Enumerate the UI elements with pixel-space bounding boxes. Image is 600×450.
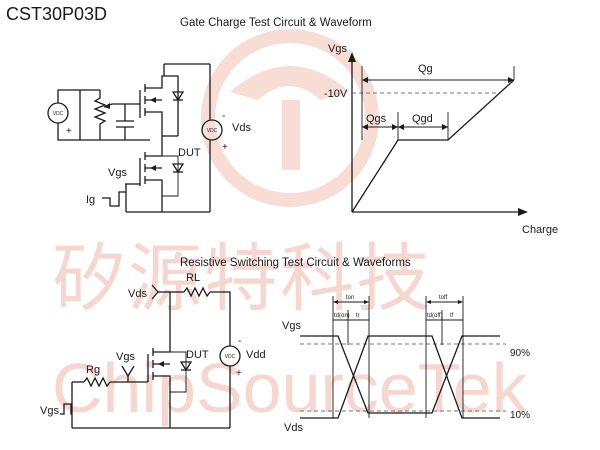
tf-label: tf [450, 313, 454, 319]
watermark-logo-bar [282, 100, 300, 170]
pct-90-label: 90% [510, 348, 530, 359]
watermark: 矽源特科技 ChipSourceTek [52, 29, 528, 427]
vdc-right-minus: - [222, 111, 225, 122]
vdd-minus: - [238, 336, 241, 347]
qg-arrow-head-l [362, 77, 368, 83]
qgs-head-l [362, 124, 368, 130]
rg-label: Rg [86, 364, 100, 376]
upper-fet-arrow [150, 97, 156, 103]
part-number: CST30P03D [6, 4, 107, 24]
qg-arrow-head-r [508, 77, 514, 83]
dut-source [145, 179, 163, 212]
vgs-label: Vgs [108, 167, 127, 179]
pct-10-label: 10% [510, 410, 530, 421]
potentiometer [93, 90, 107, 140]
tdoff-label: td(off) [427, 313, 443, 319]
vdc-source-left-label: VDC [53, 111, 64, 117]
gc-curve [351, 79, 515, 213]
toff-label: toff [439, 295, 448, 301]
vdc-left-top-wire [57, 89, 100, 103]
sw-diode-wire [170, 351, 187, 393]
gc-level-label: -10V [324, 88, 348, 100]
sw-fet-diode [179, 361, 193, 372]
vgs-trace-b [300, 335, 500, 419]
gc-x-label: Charge [522, 224, 558, 236]
gc-y-arrow [348, 52, 356, 62]
qg-label: Qg [418, 63, 433, 75]
sw-vds-label: Vds [128, 288, 147, 300]
wiper-arrow [104, 103, 110, 109]
vgs-pulse [60, 403, 72, 415]
watermark-logo-swoosh [230, 66, 350, 100]
tdon-label: td(on) [334, 313, 350, 319]
vgs-trace-a [300, 335, 500, 414]
qgd-head-l [398, 124, 404, 130]
sw-fet-arrow [158, 361, 164, 367]
upper-fet-drain [145, 75, 179, 136]
toff-head-l [426, 300, 431, 304]
upper-fet-diode [171, 91, 185, 102]
ton-head-l [333, 300, 338, 304]
vdc-left-plus: + [66, 126, 72, 137]
gate-bottom-rail [57, 123, 150, 141]
sw-vgs-probe-label: Vgs [116, 351, 135, 363]
rl-label: RL [186, 272, 200, 284]
qgd-head-r [442, 124, 448, 130]
switching-title: Resistive Switching Test Circuit & Wavef… [180, 257, 411, 269]
vdc-source-right-label: VDC [207, 128, 218, 134]
tr-label: tr [356, 313, 360, 319]
gate-charge-circuit: VDC + VDC - + Vds [47, 63, 251, 213]
sw-dut-label: DUT [186, 349, 209, 361]
ton-head-r [364, 300, 369, 304]
rg-resistor [83, 376, 111, 388]
switching-circuit: Vds RL VDC - + Vdd DUT Vgs Rg [40, 272, 266, 429]
watermark-english: ChipSourceTek [52, 349, 528, 427]
qgs-head-r [392, 124, 398, 130]
watermark-chinese: 矽源特科技 [52, 236, 432, 322]
sw-vgs-pulse-label: Vgs [40, 405, 59, 417]
gc-y-label: Vgs [328, 43, 347, 55]
watermark-logo-ring [201, 29, 379, 207]
gate-charge-title: Gate Charge Test Circuit & Waveform [180, 17, 372, 29]
sw-wave-vgs-label: Vgs [282, 320, 301, 332]
qgd-label: Qgd [412, 113, 433, 125]
toff-head-r [458, 300, 463, 304]
vdc-right-plus: + [222, 142, 228, 153]
rl-right-wire [210, 291, 231, 346]
sw-fet-source [153, 375, 171, 428]
vds-label: Vds [232, 122, 251, 134]
ig-label: Ig [86, 194, 95, 206]
gc-x-arrow [518, 208, 528, 216]
rl-resistor [183, 286, 211, 298]
dut-arrow [150, 165, 156, 171]
vdc-source-right [201, 119, 223, 141]
dut-label: DUT [178, 147, 201, 159]
sw-wave-vds-label: Vds [284, 422, 303, 434]
switching-waveform: Vgs Vds 90% 10% ton td(on) tr toff td(of… [282, 295, 530, 434]
ton-label: ton [346, 295, 354, 301]
gate-charge-waveform: Vgs Charge -10V Qg Qgs Qgd [324, 43, 558, 236]
dut-diode [171, 163, 185, 174]
ig-pulse [102, 191, 126, 207]
vdd-label: Vdd [246, 349, 266, 361]
upper-fet-source [145, 111, 163, 136]
dut-diode-wire [162, 155, 179, 197]
vdd-plus: + [236, 368, 242, 379]
qgs-label: Qgs [366, 113, 387, 125]
vdd-source-label: VDC [225, 354, 236, 360]
